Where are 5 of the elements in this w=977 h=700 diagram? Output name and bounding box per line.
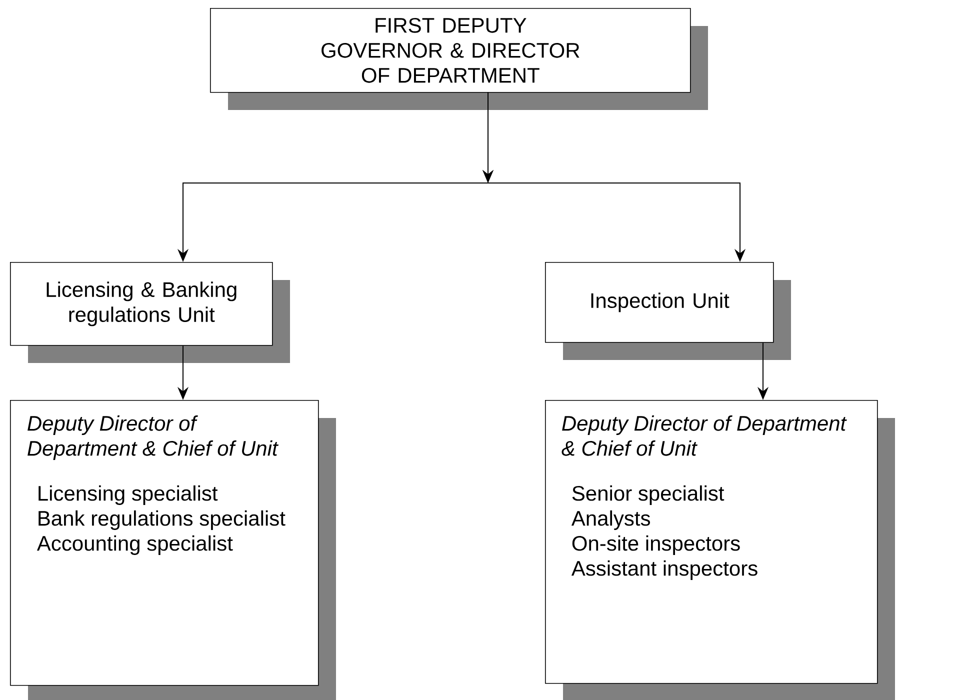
unit-box: Deputy Director of Department & Chief of Unit Licensing specialist Bank regulations specialist Accounting specialist — [10, 400, 336, 700]
unit-box: FIRST DEPUTY GOVERNOR & DIRECTOR OF DEPARTMENT — [210, 8, 708, 110]
unit-box: Licensing & Banking regulations Unit — [10, 262, 290, 363]
unit-box: Deputy Director of Department & Chief of Unit Senior specialist Analysts On-site inspectors Assistant inspectors — [545, 400, 895, 700]
unit-box: Inspection Unit — [545, 262, 791, 360]
